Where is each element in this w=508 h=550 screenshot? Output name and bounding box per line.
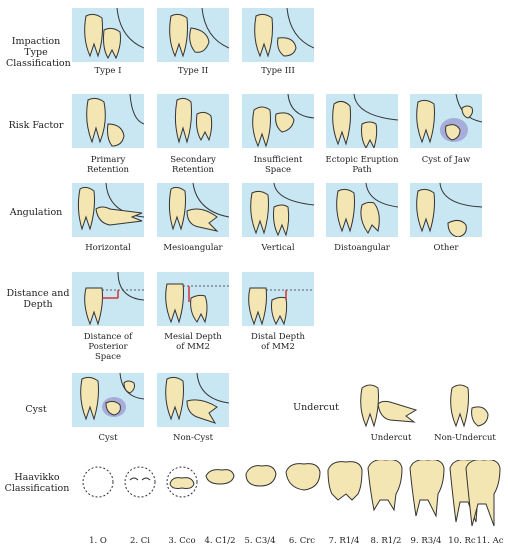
cyst-panel <box>72 373 144 427</box>
cyst-caption: Cyst <box>98 433 118 443</box>
haavikko-label-9: 9. R3/4 <box>410 536 442 546</box>
distance-mesial-panel <box>157 272 229 326</box>
impaction-type3-panel <box>242 8 314 62</box>
haavikko-label-7: 7. R1/4 <box>328 536 360 546</box>
risk-secondary-caption: Secondary Retention <box>170 155 216 175</box>
haavikko-stages <box>76 460 506 530</box>
risk-cyst-panel <box>410 94 482 148</box>
haavikko-stage-11-tooth <box>462 459 508 530</box>
angulation-horizontal-panel <box>72 183 144 237</box>
angulation-distoangular-caption: Distoangular <box>334 243 390 253</box>
impaction-type3-caption: Type III <box>261 66 295 76</box>
undercut-illustration <box>360 380 432 434</box>
distance-row-label: Distance and Depth <box>6 288 70 310</box>
angulation-horizontal-caption: Horizontal <box>85 243 131 253</box>
impaction-row-label: Impaction Type Classification <box>6 36 71 69</box>
angulation-other-caption: Other <box>433 243 459 253</box>
undercut-row-label: Undercut <box>293 402 339 413</box>
risk-ectopic-panel <box>326 94 398 148</box>
risk-insufficient-caption: Insufficient Space <box>253 155 303 175</box>
angulation-vertical-panel <box>242 183 314 237</box>
angulation-mesioangular-panel <box>157 183 229 237</box>
non-cyst-caption: Non-Cyst <box>173 433 213 443</box>
risk-primary-panel <box>72 94 144 148</box>
risk-cyst-caption: Cyst of Jaw <box>421 155 471 165</box>
haavikko-label-3: 3. Cco <box>168 536 196 546</box>
non-undercut-illustration <box>446 380 506 434</box>
distance-posterior-caption: Distance of Posterior Space <box>83 332 133 362</box>
angulation-other-panel <box>410 183 482 237</box>
angulation-vertical-caption: Vertical <box>261 243 295 253</box>
cyst-row-label: Cyst <box>25 404 47 415</box>
risk-secondary-panel <box>157 94 229 148</box>
haavikko-label-6: 6. Crc <box>288 536 316 546</box>
angulation-mesioangular-caption: Mesioangular <box>163 243 223 253</box>
impaction-type2-panel <box>157 8 229 62</box>
haavikko-label-2: 2. Ci <box>129 536 151 546</box>
impaction-type1-panel <box>72 8 144 62</box>
non-undercut-caption: Non-Undercut <box>434 433 496 443</box>
risk-row-label: Risk Factor <box>8 120 64 131</box>
haavikko-label-5: 5. C3/4 <box>244 536 276 546</box>
risk-primary-caption: Primary Retention <box>86 155 130 175</box>
non-cyst-panel <box>157 373 229 427</box>
distance-posterior-panel <box>72 272 144 326</box>
haavikko-label-11: 11. Ac <box>476 536 504 546</box>
impaction-type1-caption: Type I <box>94 66 122 76</box>
risk-insufficient-panel <box>242 94 314 148</box>
angulation-distoangular-panel <box>326 183 398 237</box>
angulation-row-label: Angulation <box>9 207 63 218</box>
undercut-caption: Undercut <box>370 433 412 443</box>
haavikko-row-label: Haavikko Classification <box>4 472 70 494</box>
haavikko-label-8: 8. R1/2 <box>370 536 402 546</box>
distance-distal-caption: Distal Depth of MM2 <box>251 332 305 352</box>
distance-mesial-caption: Mesial Depth of MM2 <box>164 332 222 352</box>
distance-distal-panel <box>242 272 314 326</box>
haavikko-label-1: 1. O <box>89 536 107 546</box>
haavikko-label-10: 10. Rc <box>448 536 476 546</box>
risk-ectopic-caption: Ectopic Eruption Path <box>325 155 399 175</box>
impaction-type2-caption: Type II <box>177 66 209 76</box>
haavikko-label-4: 4. C1/2 <box>204 536 236 546</box>
